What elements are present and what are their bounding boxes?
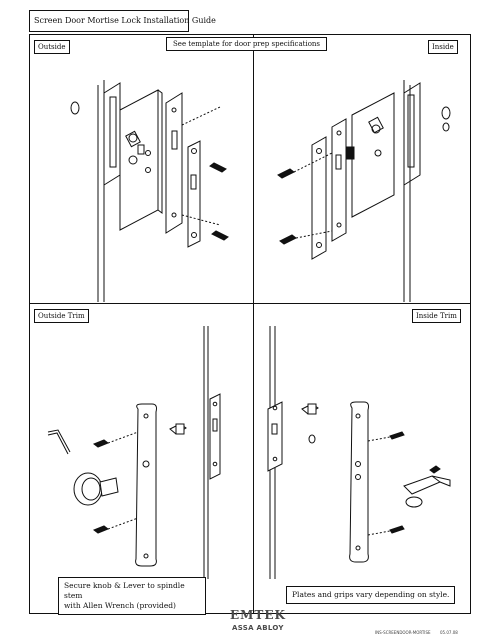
page-title: Screen Door Mortise Lock Installation Gu… — [34, 16, 216, 25]
instruction-frame — [29, 34, 471, 614]
document-date: 05.07.08 — [440, 630, 458, 635]
door-hole-icon — [70, 101, 80, 115]
outside-label: Outside — [34, 40, 70, 54]
outside-mortise-illustration — [70, 80, 229, 302]
template-note-label: See template for door prep specification… — [166, 37, 328, 51]
document-code: INS-SCREENDOOR-MORTISE — [375, 630, 431, 635]
horizontal-divider — [29, 303, 471, 305]
brand-logo: EMTEK — [230, 608, 286, 622]
vertical-divider — [253, 34, 255, 614]
outside-trim-label: Outside Trim — [34, 309, 89, 323]
door-hole-icon — [441, 106, 451, 120]
inside-mortise-illustration — [277, 80, 451, 302]
allen-wrench-note: Secure knob & Lever to spindle stem with… — [58, 577, 206, 615]
title-box: Screen Door Mortise Lock Installation Gu… — [29, 10, 216, 32]
plates-grips-note: Plates and grips vary depending on style… — [286, 586, 456, 604]
outside-trim-illustration — [47, 326, 221, 579]
inside-trim-illustration — [267, 326, 451, 579]
inside-label: Inside — [428, 40, 458, 54]
subbrand-logo: ASSA ABLOY — [232, 624, 284, 632]
inside-trim-label: Inside Trim — [412, 309, 461, 323]
